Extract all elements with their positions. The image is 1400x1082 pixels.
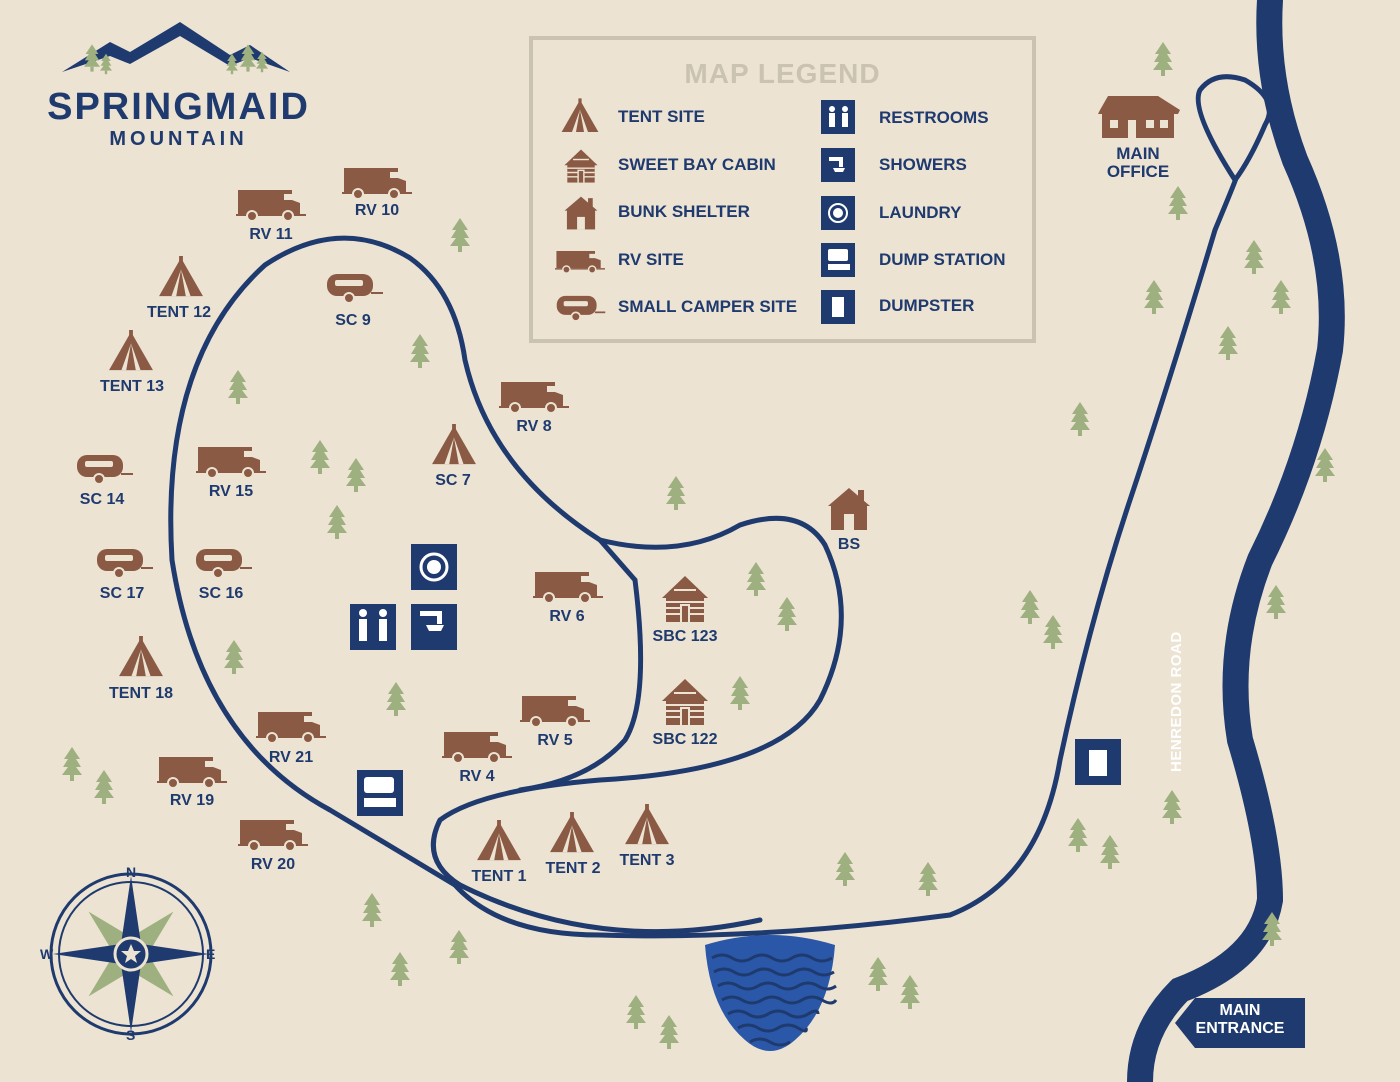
site-label: RV 6 [549,608,585,625]
legend-label-rv-site: RV SITE [618,250,684,269]
compass-south: S [126,1027,136,1043]
site-label: TENT 12 [146,304,212,321]
legend-label-dump-station: DUMP STATION [879,250,1006,269]
logo-mountains [62,22,290,75]
brand-title: SPRINGMAID [47,86,310,128]
main-office-label: MAIN OFFICE [1107,145,1169,181]
legend-label-small-camper-site: SMALL CAMPER SITE [618,297,798,316]
site-label: TENT 18 [108,685,174,702]
legend-glyphs [828,106,850,317]
site-label: TENT 1 [471,868,527,885]
site-label: RV 21 [268,749,314,766]
site-label: SC 16 [198,585,244,602]
site-label: RV 5 [537,732,573,749]
site-label: SC 7 [435,472,471,489]
map-legend: MAP LEGEND [529,36,1036,343]
entrance-line1: MAIN [1219,1002,1261,1019]
site-label: SC 9 [335,312,371,329]
brand-subtitle: MOUNTAIN [109,128,248,150]
site-label: TENT 2 [545,860,601,877]
site-label: RV 10 [354,202,400,219]
road-label: HENREDON ROAD [1168,631,1185,772]
site-label: TENT 3 [619,852,675,869]
site-label: SBC 123 [652,628,718,645]
entrance-line2: ENTRANCE [1195,1020,1285,1037]
compass-north: N [126,864,137,880]
site-label: RV 4 [459,768,495,785]
main-entrance-sign [1175,998,1305,1048]
site-label: RV 8 [516,418,552,435]
legend-label-bunk-shelter: BUNK SHELTER [618,202,750,221]
legend-label-tent-site: TENT SITE [618,107,705,126]
main-entrance-label: MAIN ENTRANCE [1180,1002,1300,1038]
site-label: RV 11 [249,226,293,243]
legend-label-laundry: LAUNDRY [879,203,962,222]
legend-label-restrooms: RESTROOMS [879,108,989,127]
legend-label-dumpster: DUMPSTER [879,296,975,315]
site-label: RV 20 [250,856,296,873]
site-label: SC 17 [99,585,145,602]
pond [705,935,838,1051]
compass-east: E [206,946,216,962]
compass-rose [49,872,213,1036]
site-label: SC 14 [79,491,125,508]
legend-label-sweet-bay-cabin: SWEET BAY CABIN [618,155,776,174]
site-label: RV 19 [169,792,215,809]
site-label: TENT 13 [99,378,165,395]
office-line1: MAIN [1116,144,1160,163]
main-office-icon [1098,96,1180,138]
site-label: BS [837,536,861,553]
camp-roads [168,74,1272,939]
legend-title: MAP LEGEND [684,58,881,89]
legend-label-showers: SHOWERS [879,155,967,174]
henredon-road [1127,0,1345,1082]
site-label: SBC 122 [652,731,718,748]
site-label: RV 15 [208,483,254,500]
compass-west: W [40,946,54,962]
office-line2: OFFICE [1106,162,1170,181]
